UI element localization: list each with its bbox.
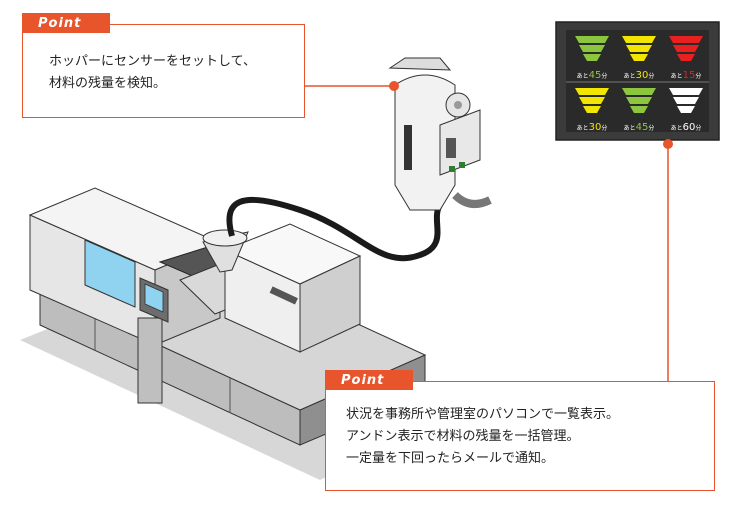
point-tag: Point [325, 370, 413, 390]
remaining-time-label: あと30分 [624, 70, 655, 81]
monitor-cell: あと60分 [669, 88, 703, 133]
material-hose [226, 196, 443, 262]
level-band [673, 97, 699, 104]
monitor-cell: あと30分 [622, 36, 656, 81]
point-callout-sensor: Point ホッパーにセンサーをセットして、 材料の残量を検知。 [22, 13, 305, 118]
connector-dot-bottom [663, 139, 673, 149]
level-band [677, 106, 695, 113]
control-panel [137, 277, 169, 404]
level-band [575, 36, 609, 43]
remaining-time-label: あと60分 [671, 122, 702, 133]
level-band [575, 88, 609, 95]
callout-line: 材料の残量を検知。 [49, 76, 167, 91]
connector-dot-top [389, 81, 399, 91]
callout-line: 状況を事務所や管理室のパソコンで一覧表示。 [346, 407, 620, 422]
machine-window [84, 239, 136, 308]
callout-text: 状況を事務所や管理室のパソコンで一覧表示。 アンドン表示で材料の残量を一括管理。… [346, 404, 619, 470]
remaining-time-label: あと30分 [577, 122, 608, 133]
andon-monitor: あと45分あと30分あと15分あと30分あと45分あと60分 [555, 21, 720, 141]
callout-line: アンドン表示で材料の残量を一括管理。 [346, 429, 580, 444]
callout-line: 一定量を下回ったらメールで通知。 [346, 451, 555, 466]
level-band [673, 45, 699, 52]
level-band [579, 97, 605, 104]
point-callout-monitor: Point 状況を事務所や管理室のパソコンで一覧表示。 アンドン表示で材料の残量… [325, 370, 715, 491]
level-band [626, 97, 652, 104]
point-tag: Point [22, 13, 110, 33]
level-band [622, 36, 656, 43]
level-band [677, 54, 695, 61]
level-band [630, 54, 648, 61]
remaining-time-label: あと15分 [671, 70, 702, 81]
callout-text: ホッパーにセンサーをセットして、 材料の残量を検知。 [49, 51, 256, 95]
monitor-cell: あと45分 [622, 88, 656, 133]
level-band [579, 45, 605, 52]
callout-line: ホッパーにセンサーをセットして、 [49, 54, 256, 69]
level-band [669, 88, 703, 95]
injection-unit [158, 223, 362, 353]
remaining-time-label: あと45分 [577, 70, 608, 81]
monitor-cell: あと30分 [575, 88, 609, 133]
level-band [583, 54, 601, 61]
level-band [669, 36, 703, 43]
level-band [622, 88, 656, 95]
level-band [583, 106, 601, 113]
hopper-dryer [388, 57, 492, 211]
remaining-time-label: あと45分 [624, 122, 655, 133]
monitor-cell: あと15分 [669, 36, 703, 81]
level-band [626, 45, 652, 52]
monitor-cell: あと45分 [575, 36, 609, 81]
level-band [630, 106, 648, 113]
